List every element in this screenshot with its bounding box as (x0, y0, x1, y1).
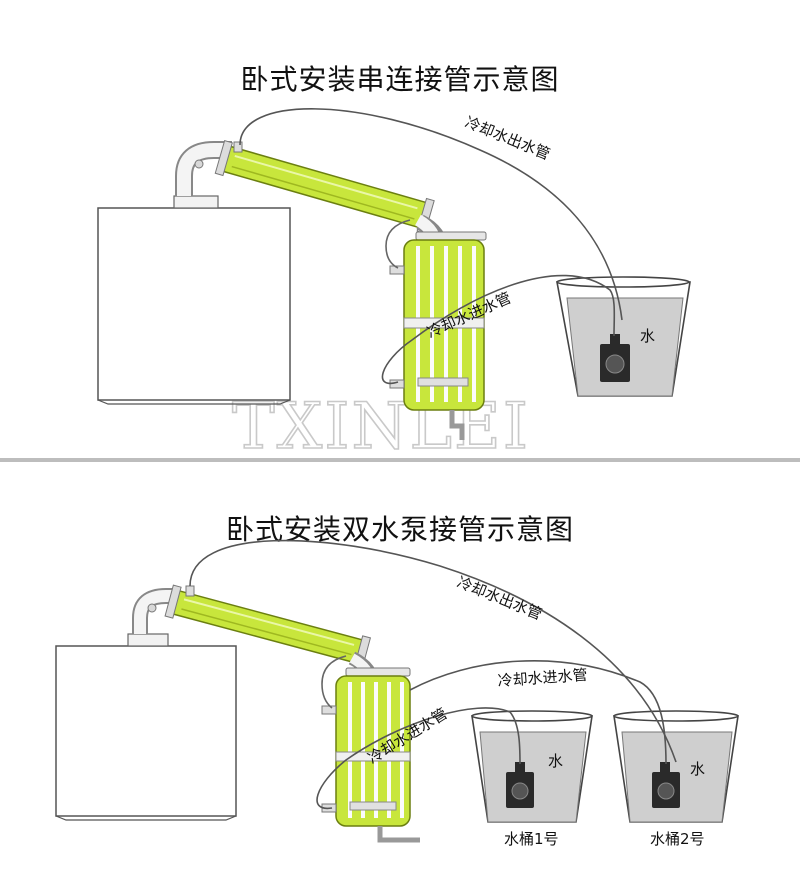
outlet-hose-label: 冷却水出水管 (463, 113, 553, 163)
column-flange (345, 667, 411, 677)
condenser-vertical (389, 239, 485, 411)
bottom-diagram-drawing: 水 水桶1号 水 水桶2号 冷却水出水管 冷却水进水管 冷却水进水管 (55, 539, 739, 848)
tank (97, 207, 291, 401)
bottom-diagram-panel: 卧式安装双水泵接管示意图 (0, 462, 800, 887)
water-pump-2-icon (652, 762, 680, 808)
outlet-hose (239, 108, 623, 321)
inlet-hose-2-label: 冷却水进水管 (497, 666, 588, 690)
condenser-horizontal (214, 139, 435, 234)
column-flange (415, 231, 487, 241)
inlet-hose-1 (316, 707, 521, 810)
tank-flange (173, 195, 219, 209)
panel-divider (0, 458, 800, 462)
top-diagram-title: 卧式安装串连接管示意图 (240, 63, 560, 96)
water-label-1: 水 (548, 752, 563, 770)
condenser-horizontal (164, 584, 372, 670)
top-diagram-panel: 卧式安装串连接管示意图 TXINLEI (97, 63, 691, 458)
inlet-hose-2 (409, 659, 667, 765)
inlet-hose (381, 274, 616, 385)
top-diagram-drawing: TXINLEI (97, 108, 691, 458)
condenser-vertical (321, 675, 411, 827)
elbow-joint-icon (194, 159, 204, 169)
water-label: 水 (640, 327, 655, 345)
water-pump-1-icon (506, 762, 534, 808)
water-label-2: 水 (690, 760, 705, 778)
outlet-hose (189, 539, 677, 763)
tank (55, 645, 237, 817)
tank-flange (127, 633, 169, 647)
bucket-1-label: 水桶1号 (504, 830, 559, 848)
elbow-joint-icon (147, 603, 157, 613)
bucket-2-label: 水桶2号 (650, 830, 705, 848)
water-pump-icon (600, 334, 630, 382)
outlet-hose-label: 冷却水出水管 (455, 573, 545, 623)
